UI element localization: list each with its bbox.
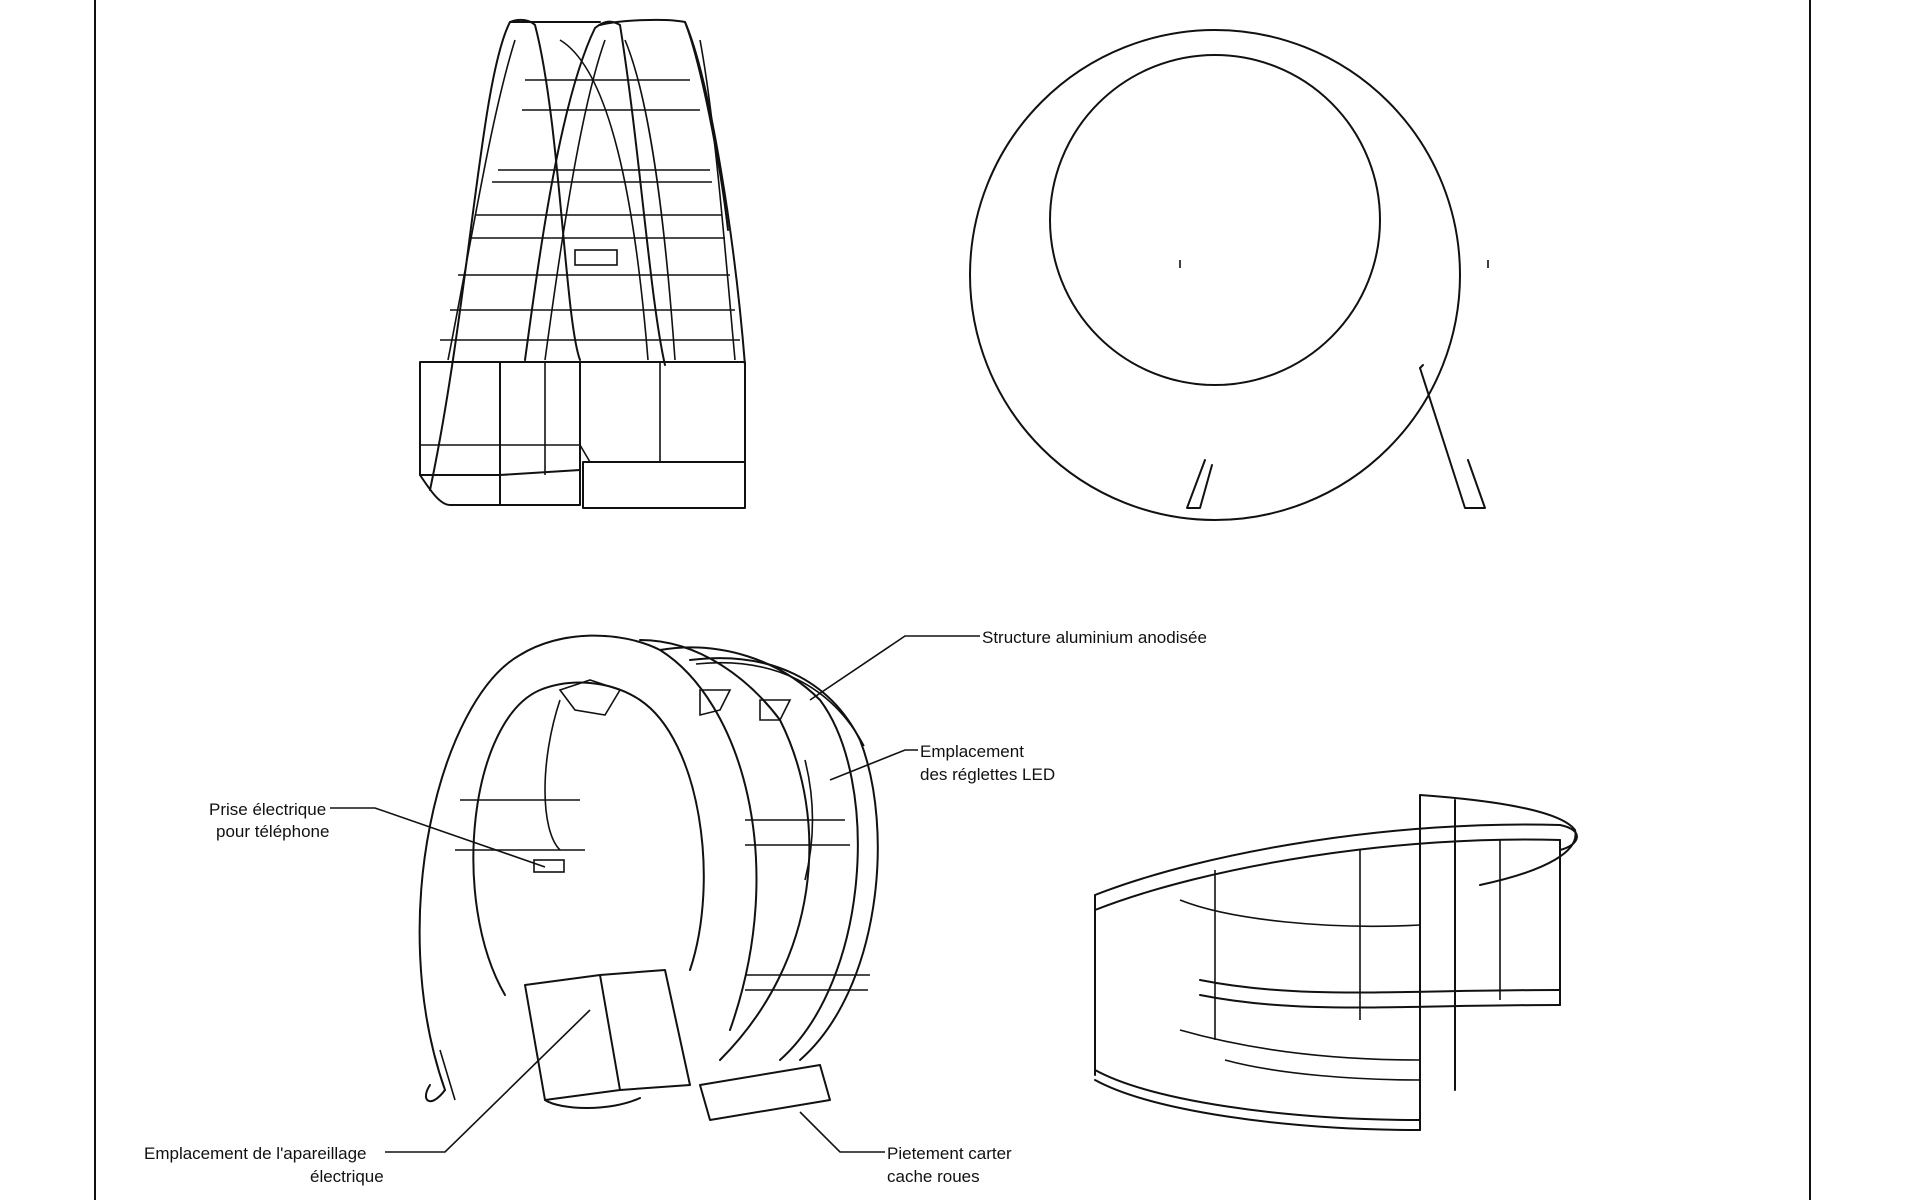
leader-prise: [330, 807, 546, 868]
leader-structure: [809, 635, 980, 701]
perspective-view-drawing: [418, 634, 879, 1121]
label-appareillage-line1: Emplacement de l'apareillage: [144, 1144, 367, 1163]
label-appareillage-line2: électrique: [310, 1167, 384, 1186]
label-pietement-line2: cache roues: [887, 1167, 980, 1186]
leader-led: [829, 749, 918, 781]
label-led-line1: Emplacement: [920, 742, 1024, 761]
spiral-view-drawing: [1094, 794, 1578, 1131]
leader-appareillage: [385, 1009, 591, 1153]
side-view-drawing: [419, 18, 746, 509]
leader-pietement: [799, 1111, 885, 1153]
label-structure: Structure aluminium anodisée: [982, 628, 1207, 647]
label-led-line2: des réglettes LED: [920, 765, 1055, 784]
front-view-drawing: [969, 29, 1489, 521]
label-prise-line2: pour téléphone: [216, 822, 329, 841]
label-pietement-line1: Pietement carter: [887, 1144, 1012, 1163]
label-prise-line1: Prise électrique: [209, 800, 326, 819]
